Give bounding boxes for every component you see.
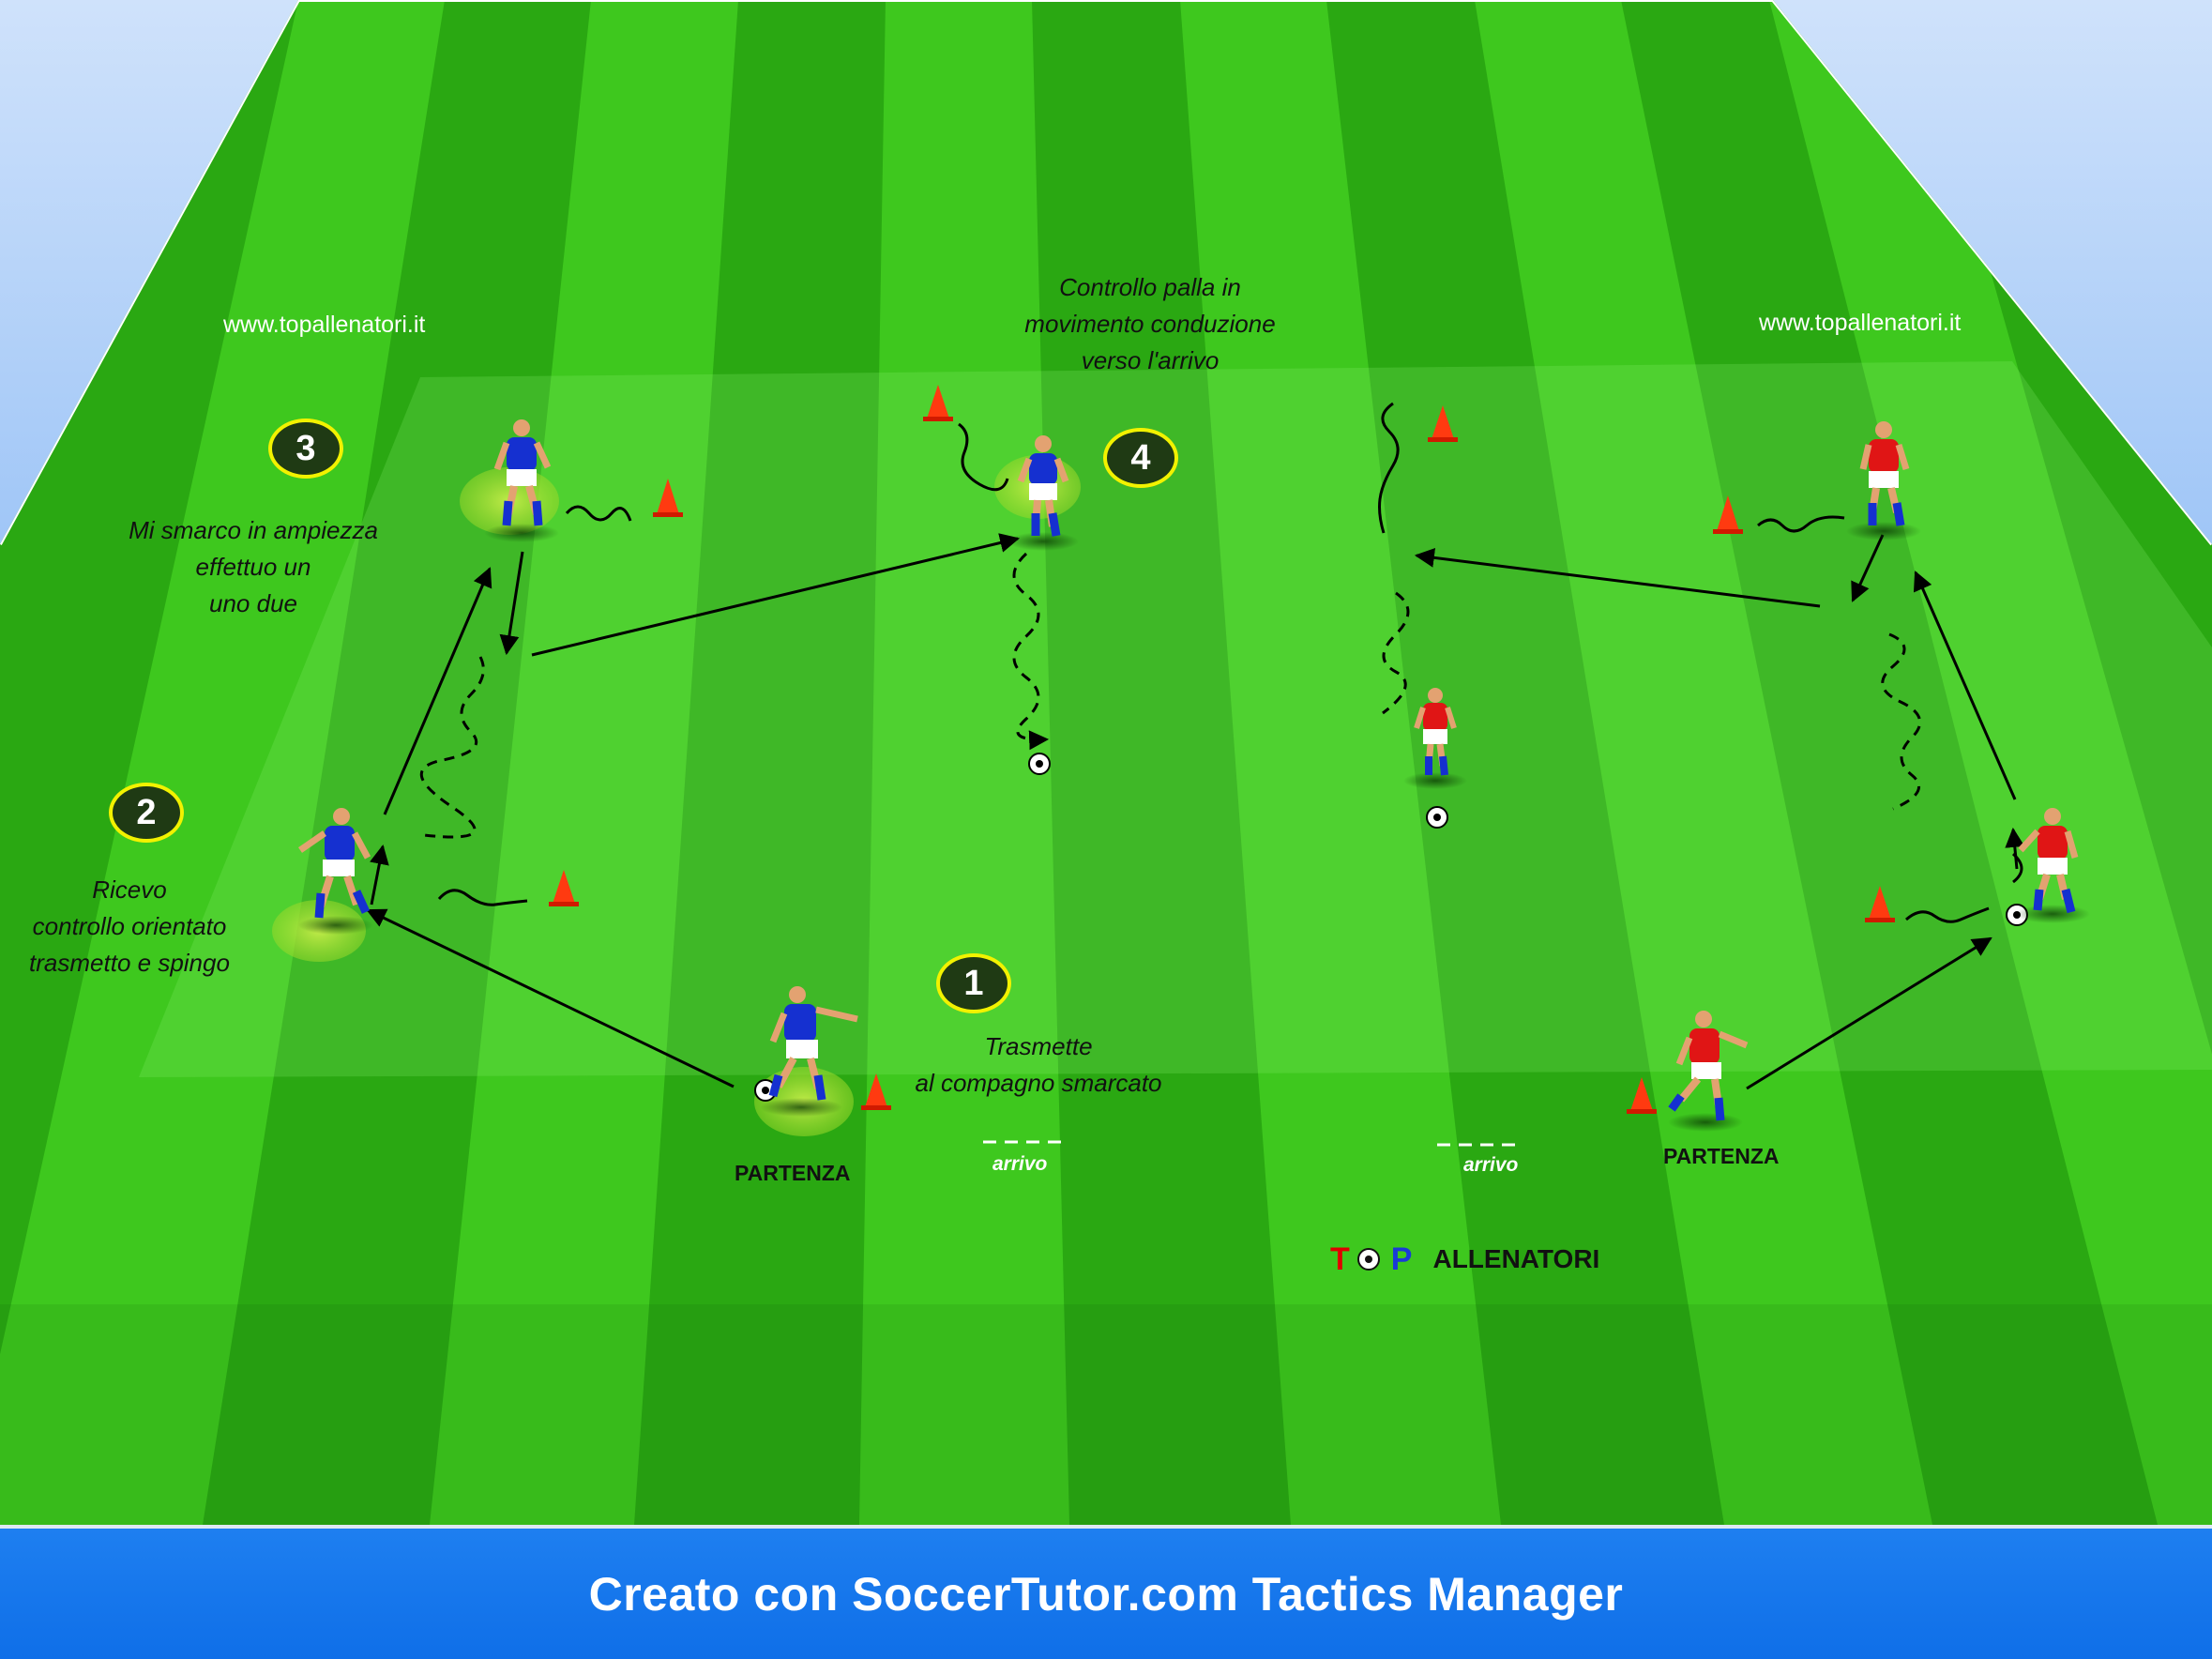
top-allenatori-logo: T P ALLENATORI bbox=[1330, 1240, 1599, 1278]
player-icon bbox=[1668, 1011, 1749, 1132]
pass-arrow bbox=[1913, 571, 2017, 800]
note-line: Mi smarco in ampiezza bbox=[129, 516, 378, 544]
step-4-description: Controllo palla in movimento conduzione … bbox=[985, 269, 1315, 379]
pitch bbox=[0, 0, 2212, 1525]
website-url-right[interactable]: www.topallenatori.it bbox=[1759, 310, 1962, 336]
note-line: trasmetto e spingo bbox=[29, 949, 230, 977]
logo-letter-p: P bbox=[1390, 1240, 1413, 1277]
player-icon bbox=[1846, 421, 1921, 540]
logo-word: ALLENATORI bbox=[1432, 1244, 1600, 1273]
finish-label-right: arrivo bbox=[1463, 1154, 1519, 1176]
note-line: verso l'arrivo bbox=[1081, 346, 1220, 374]
ball-icon bbox=[1028, 753, 1051, 775]
note-line: controllo orientato bbox=[32, 912, 227, 940]
players-red-team bbox=[1403, 421, 2090, 1132]
note-line: Controllo palla in bbox=[1059, 273, 1241, 301]
finish-markers bbox=[983, 1140, 1520, 1147]
dribble-lines bbox=[437, 402, 2023, 923]
pass-arrow bbox=[531, 533, 1021, 657]
ball-icon bbox=[1356, 1248, 1380, 1271]
cones bbox=[549, 385, 1895, 1114]
cone-icon bbox=[861, 1073, 891, 1110]
pass-arrow bbox=[1746, 936, 1992, 1090]
cone-icon bbox=[549, 870, 579, 906]
note-line: Trasmette bbox=[984, 1032, 1093, 1060]
player-icon bbox=[1008, 435, 1079, 551]
finish-label-left: arrivo bbox=[992, 1153, 1048, 1175]
note-line: al compagno smarcato bbox=[915, 1069, 1162, 1097]
logo-letter-t: T bbox=[1330, 1240, 1350, 1277]
note-line: Ricevo bbox=[92, 875, 167, 904]
cone-icon bbox=[1865, 886, 1895, 922]
step-1-description: Trasmette al compagno smarcato bbox=[893, 1028, 1184, 1102]
website-url-left[interactable]: www.topallenatori.it bbox=[223, 312, 426, 338]
cone-icon bbox=[653, 479, 683, 517]
ball-icon bbox=[1426, 806, 1448, 829]
cone-icon bbox=[1428, 405, 1458, 442]
start-label-left: PARTENZA bbox=[735, 1161, 851, 1185]
pass-arrow bbox=[370, 844, 389, 906]
cone-icon bbox=[1713, 495, 1743, 534]
step-badge-1: 1 bbox=[936, 953, 1011, 1013]
footer-credit: Creato con SoccerTutor.com Tactics Manag… bbox=[588, 1567, 1624, 1621]
start-label-right: PARTENZA bbox=[1663, 1144, 1780, 1168]
pass-arrow bbox=[366, 908, 735, 1088]
pass-arrow bbox=[383, 567, 492, 815]
player-icon bbox=[484, 419, 559, 542]
step-3-description: Mi smarco in ampiezza effettuo un uno du… bbox=[94, 512, 413, 622]
cone-icon bbox=[1627, 1077, 1657, 1114]
step-badge-2: 2 bbox=[109, 783, 184, 843]
note-line: uno due bbox=[209, 589, 297, 617]
pass-arrow bbox=[499, 551, 524, 656]
movement-arrows bbox=[366, 533, 2025, 1090]
pass-arrow bbox=[1851, 534, 1885, 602]
pass-arrow bbox=[2005, 827, 2025, 870]
cone-icon bbox=[923, 385, 953, 421]
player-icon bbox=[298, 808, 373, 935]
step-badge-4: 4 bbox=[1103, 428, 1178, 488]
player-icon bbox=[2015, 808, 2090, 923]
step-badge-3: 3 bbox=[268, 419, 343, 479]
note-line: effettuo un bbox=[195, 553, 311, 581]
note-line: movimento conduzione bbox=[1024, 310, 1276, 338]
player-icon bbox=[1403, 688, 1467, 789]
pass-arrow bbox=[1414, 547, 1821, 608]
dribble-dashed-lines bbox=[420, 552, 1922, 839]
step-2-description: Ricevo controllo orientato trasmetto e s… bbox=[6, 872, 253, 982]
player-icon bbox=[760, 986, 858, 1117]
players-blue-team bbox=[298, 419, 1079, 1117]
footer-banner: Creato con SoccerTutor.com Tactics Manag… bbox=[0, 1525, 2212, 1659]
